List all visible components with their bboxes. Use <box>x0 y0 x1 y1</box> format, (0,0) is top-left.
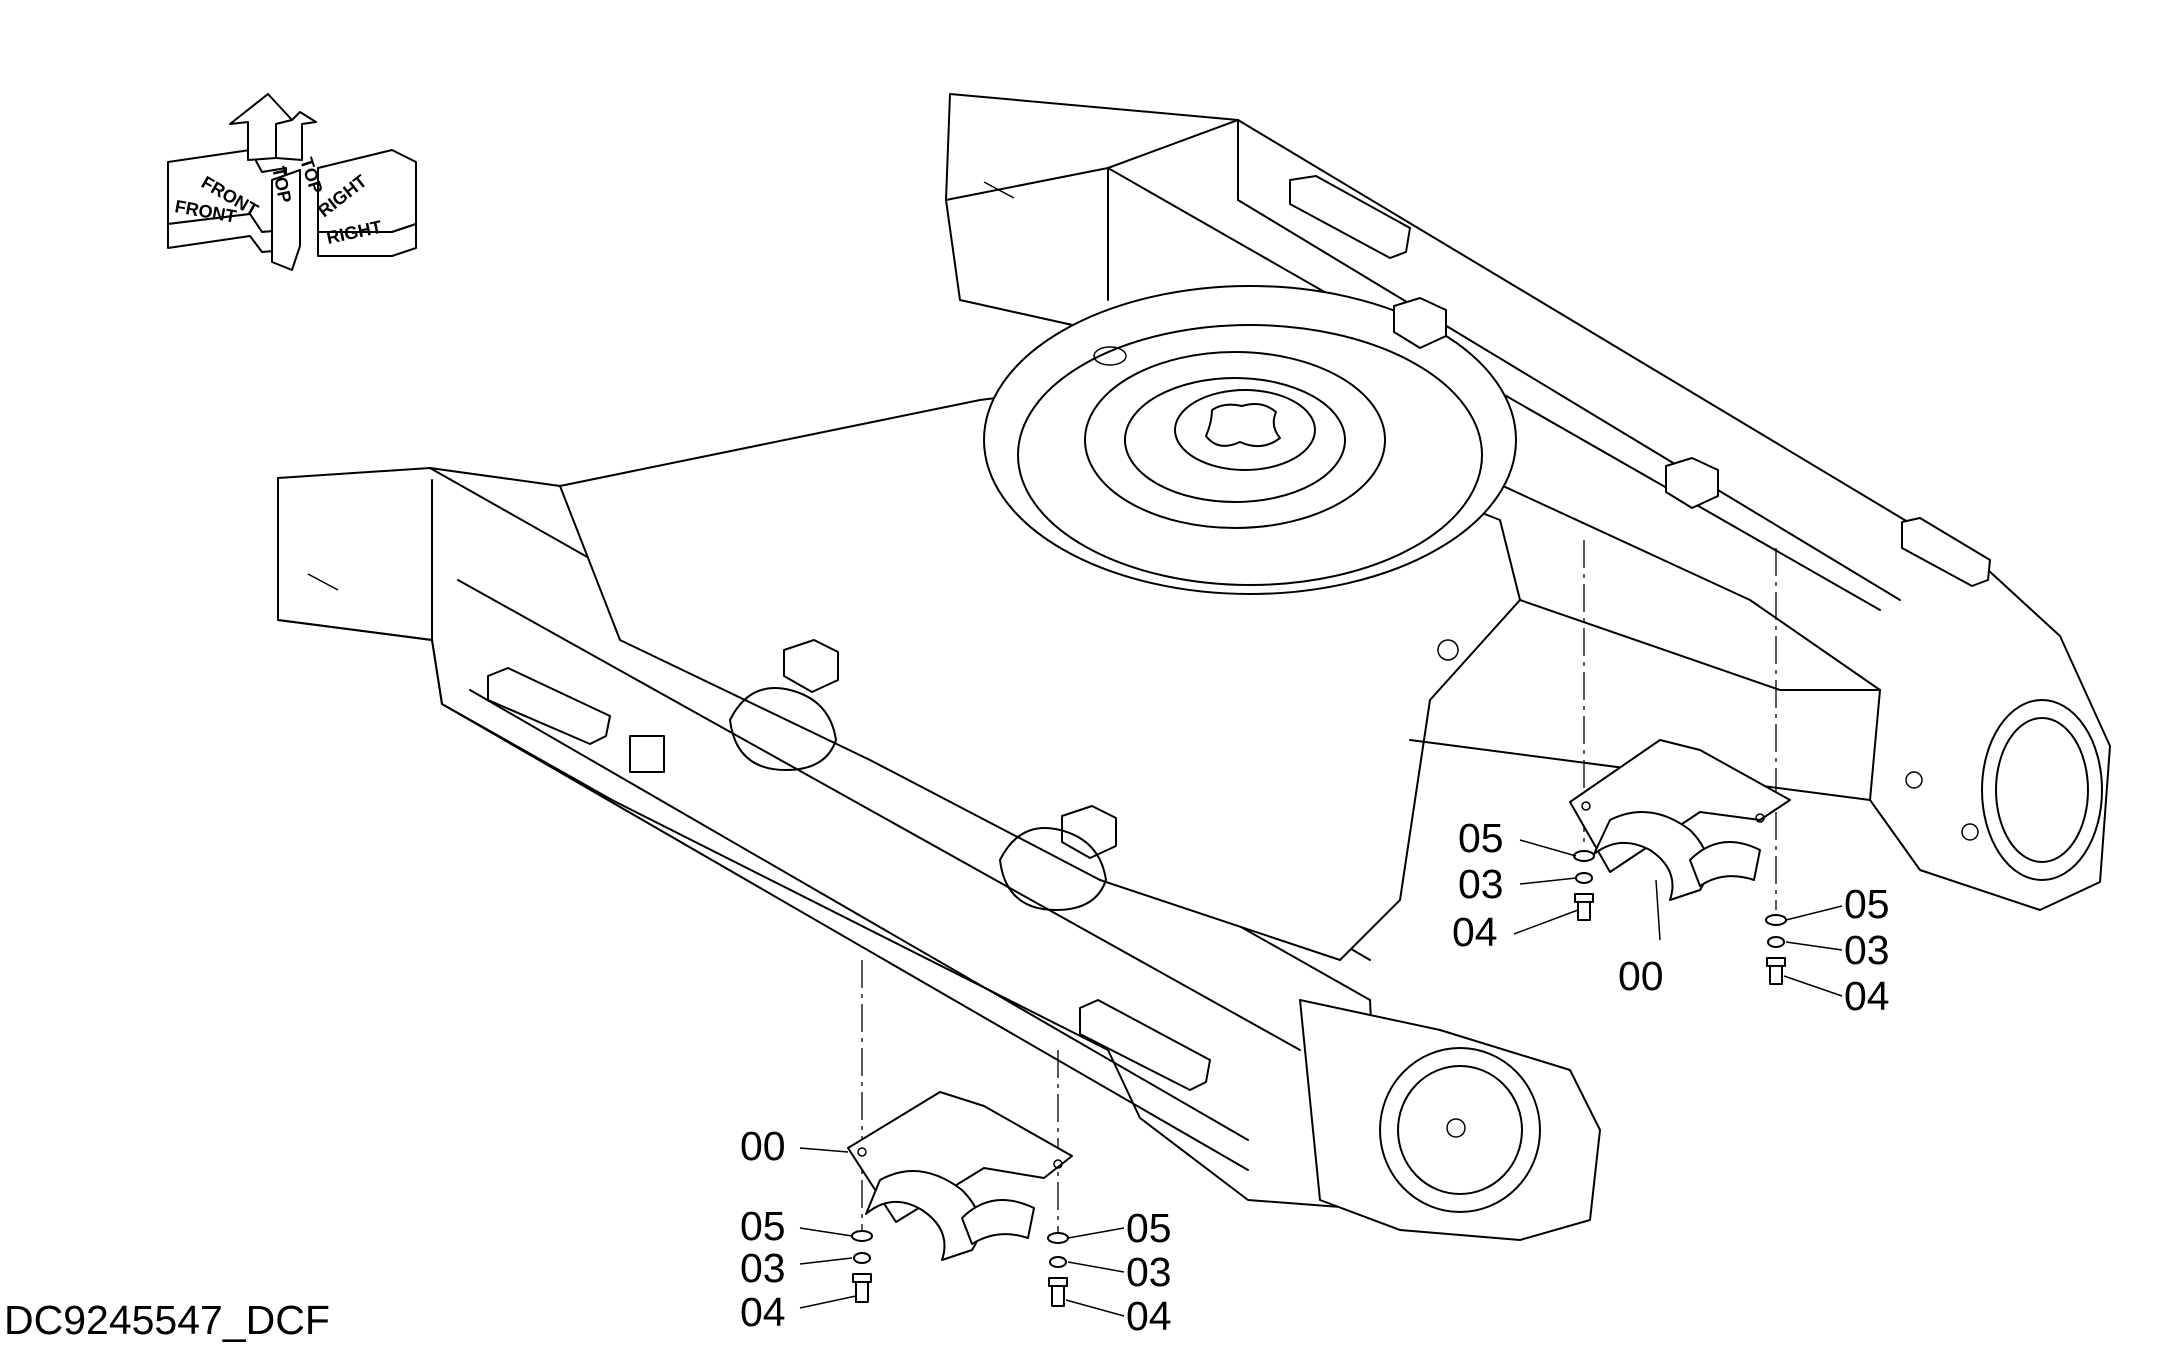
hardware-left-b <box>1047 1232 1069 1307</box>
callout-00: 00 <box>1618 953 1664 999</box>
shoe-guard-right <box>1569 739 1791 901</box>
callout-03: 03 <box>1844 927 1890 973</box>
callout-05: 05 <box>740 1203 786 1249</box>
track-frame <box>277 93 2111 1241</box>
orientation-compass: FRONT FRONT TOP TOP RIGHT RIGHT <box>167 93 417 271</box>
leader-lines <box>799 839 1843 1317</box>
callout-04: 04 <box>740 1289 786 1335</box>
callout-03: 03 <box>1126 1249 1172 1295</box>
callout-04: 04 <box>1452 909 1498 955</box>
shoe-guard-left <box>847 1091 1073 1261</box>
callout-00: 00 <box>740 1123 786 1169</box>
callout-05: 05 <box>1126 1205 1172 1251</box>
callouts-left: 00 05 03 04 05 03 04 <box>740 1123 1172 1339</box>
callouts-right: 05 03 04 00 05 03 04 <box>1452 815 1890 1019</box>
callout-04: 04 <box>1126 1293 1172 1339</box>
callout-05: 05 <box>1844 881 1890 927</box>
hardware-right-a <box>1573 850 1595 921</box>
callout-04: 04 <box>1844 973 1890 1019</box>
drawing-id: DC9245547_DCF <box>4 1297 330 1343</box>
callout-05: 05 <box>1458 815 1504 861</box>
hardware-left-a <box>851 1230 873 1303</box>
hardware-right-b <box>1765 914 1787 985</box>
callout-03: 03 <box>740 1245 786 1291</box>
callout-03: 03 <box>1458 861 1504 907</box>
